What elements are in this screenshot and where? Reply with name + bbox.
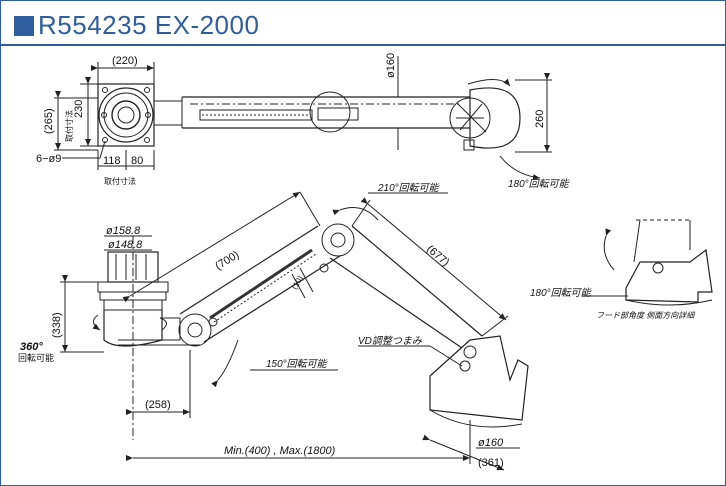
side-dim-dia160: ø160	[478, 437, 504, 449]
top-mount-dim-label: 取付寸法	[64, 110, 74, 142]
title-rule	[0, 44, 726, 46]
title-bar: R554235 EX-2000	[0, 0, 726, 44]
side-dim-700: (700)	[213, 249, 241, 273]
top-view	[54, 56, 552, 181]
side-dim-677: (677)	[424, 243, 451, 269]
top-dim-width: (220)	[112, 55, 138, 67]
top-dim-230: 230	[73, 100, 85, 118]
detail-caption: フード部角度 側面方向詳細	[596, 311, 696, 320]
side-dim-338: (338)	[51, 312, 63, 338]
side-dim-dia148: ø148.8	[108, 239, 143, 251]
side-rotation-150: 150°回転可能	[266, 358, 328, 370]
side-dim-10: (10)	[290, 274, 305, 291]
detail-view	[582, 219, 713, 306]
page-title: R554235 EX-2000	[38, 10, 260, 40]
technical-drawing: (220) 230 (265) 取付寸法 6−ø9 118 80 取付寸法 ø1…	[18, 53, 713, 471]
top-dim-265: (265)	[43, 108, 55, 134]
side-rotation-360-label: 回転可能	[18, 352, 54, 363]
top-dim-holes: 6−ø9	[36, 153, 61, 165]
side-dim-361: (361)	[478, 457, 504, 469]
top-mount-dim-label-bottom: 取付寸法	[104, 176, 136, 186]
detail-rotation-180: 180°回転可能	[530, 287, 592, 299]
side-view	[60, 191, 529, 471]
title-square-icon	[14, 16, 34, 36]
top-dim-260: 260	[534, 110, 546, 128]
top-dim-80: 80	[131, 155, 143, 167]
side-rotation-360-value: 360°	[20, 341, 43, 353]
side-rotation-210: 210°回転可能	[377, 182, 440, 194]
side-dim-range: Min.(400) , Max.(1800)	[224, 445, 336, 457]
side-vd-knob: VD調整つまみ	[358, 335, 423, 347]
top-dim-118: 118	[103, 155, 121, 167]
top-dim-dia160: ø160	[385, 53, 397, 78]
side-dim-258: (258)	[145, 399, 171, 411]
side-dim-dia158: ø158.8	[106, 225, 141, 237]
top-rotation-180: 180°回転可能	[508, 178, 570, 190]
